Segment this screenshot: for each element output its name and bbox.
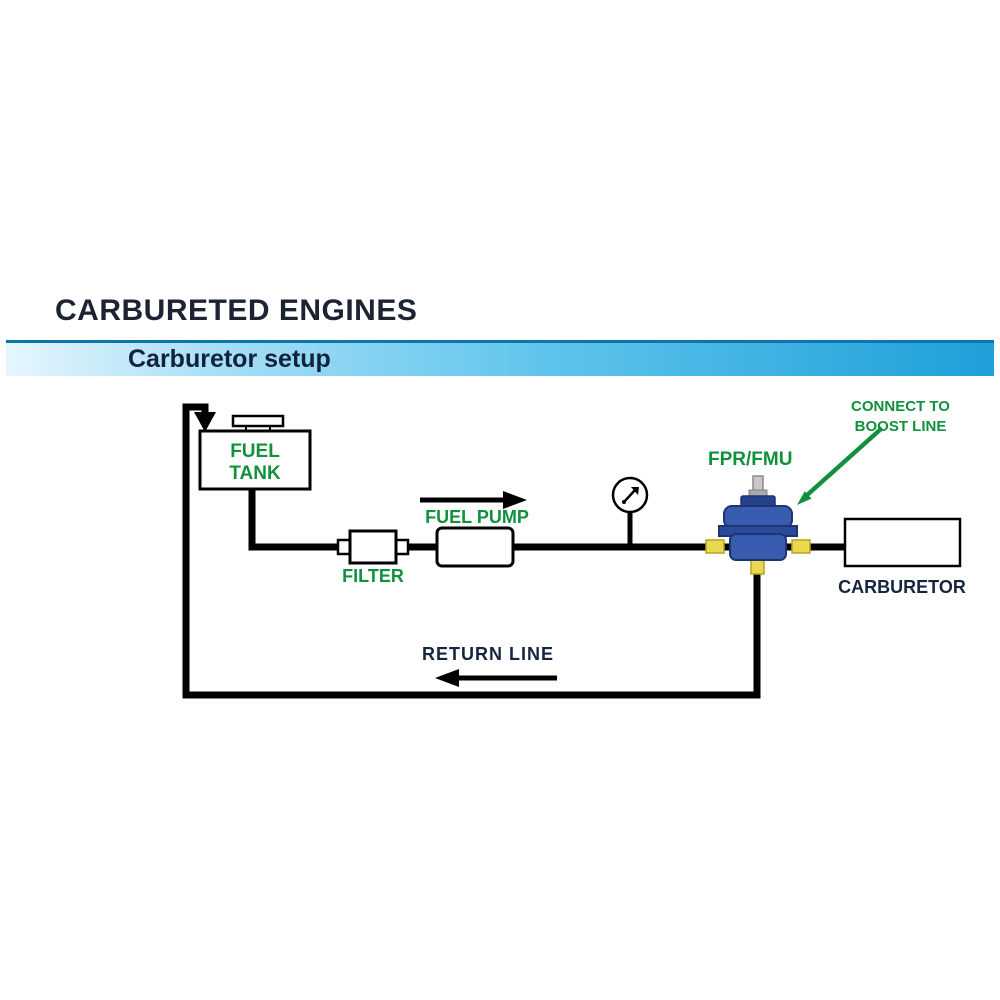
fuel-filter-shape xyxy=(336,529,410,565)
return-flow-left-arrow xyxy=(435,669,557,687)
regulator-left-fitting xyxy=(705,539,725,554)
fuel-tank-shape xyxy=(198,414,312,491)
tank-inlet-down-arrow xyxy=(194,412,216,432)
filter-label: FILTER xyxy=(342,566,404,586)
return-line-label: RETURN LINE xyxy=(422,644,554,664)
fuel-pump-shape xyxy=(435,526,515,568)
regulator-lower-body xyxy=(729,533,787,561)
fuel-tank-label: FUEL TANK xyxy=(229,441,281,484)
section-banner: Carburetor setup xyxy=(6,340,994,376)
fuel-pump-label: FUEL PUMP xyxy=(425,507,529,527)
regulator-right-fitting xyxy=(791,539,811,554)
main-fuel-line xyxy=(248,487,845,551)
section-banner-label: Carburetor setup xyxy=(128,345,331,373)
carburetor-label: CARBURETOR xyxy=(838,577,966,597)
fpr-regulator-shape xyxy=(705,475,811,575)
boost-line-pointer-arrow xyxy=(797,426,884,505)
pressure-gauge-icon xyxy=(611,476,649,547)
fuel-tank-cap-flange xyxy=(231,414,285,428)
connect-boost-line-label: CONNECT TO BOOST LINE xyxy=(851,398,950,435)
return-line-path xyxy=(182,403,761,699)
fuel-tank-box xyxy=(198,429,312,491)
fpr-fmu-label: FPR/FMU xyxy=(708,449,793,470)
regulator-upper-dome xyxy=(723,505,793,529)
carburetor-box xyxy=(843,517,962,568)
page-title: CARBURETED ENGINES xyxy=(55,294,418,327)
flow-direction-right-arrow xyxy=(420,491,527,509)
